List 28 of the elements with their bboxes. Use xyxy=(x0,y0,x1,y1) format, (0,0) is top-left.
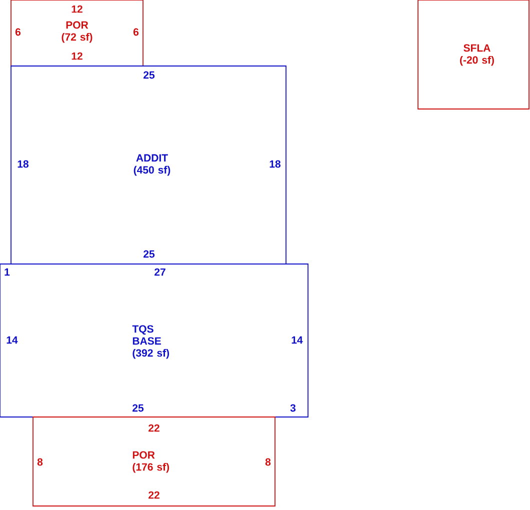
dimension-label: 18 xyxy=(270,160,280,168)
dimension-label: 25 xyxy=(132,404,144,412)
dimension-label: 25 xyxy=(144,71,155,79)
area-outline xyxy=(10,66,286,264)
dimension-label: 3 xyxy=(290,404,296,412)
area-label: TQS BASE (392 sf) xyxy=(132,325,169,359)
area-label: ADDIT (450 sf) xyxy=(134,154,170,176)
area-label: POR (176 sf) xyxy=(132,451,169,473)
dimension-label: 1 xyxy=(4,268,10,276)
dimension-label: 8 xyxy=(265,458,271,466)
dimension-label: 25 xyxy=(144,250,155,258)
dimension-label: 14 xyxy=(6,336,18,344)
dimension-label: 27 xyxy=(154,268,166,276)
area-label: POR (72 sf) xyxy=(62,21,92,43)
dimension-label: 12 xyxy=(72,52,82,60)
area-outline xyxy=(0,264,308,418)
area-outline xyxy=(10,0,144,66)
area-outline xyxy=(418,0,530,110)
dimension-label: 6 xyxy=(15,28,21,36)
area-label: SFLA (-20 sf) xyxy=(460,44,494,66)
area-outline xyxy=(32,416,276,506)
dimension-label: 22 xyxy=(148,424,160,432)
dimension-label: 6 xyxy=(133,28,139,36)
dimension-label: 18 xyxy=(18,160,28,168)
dimension-label: 8 xyxy=(37,458,43,466)
dimension-label: 22 xyxy=(148,491,160,499)
dimension-label: 14 xyxy=(292,336,303,344)
dimension-label: 12 xyxy=(72,5,82,13)
